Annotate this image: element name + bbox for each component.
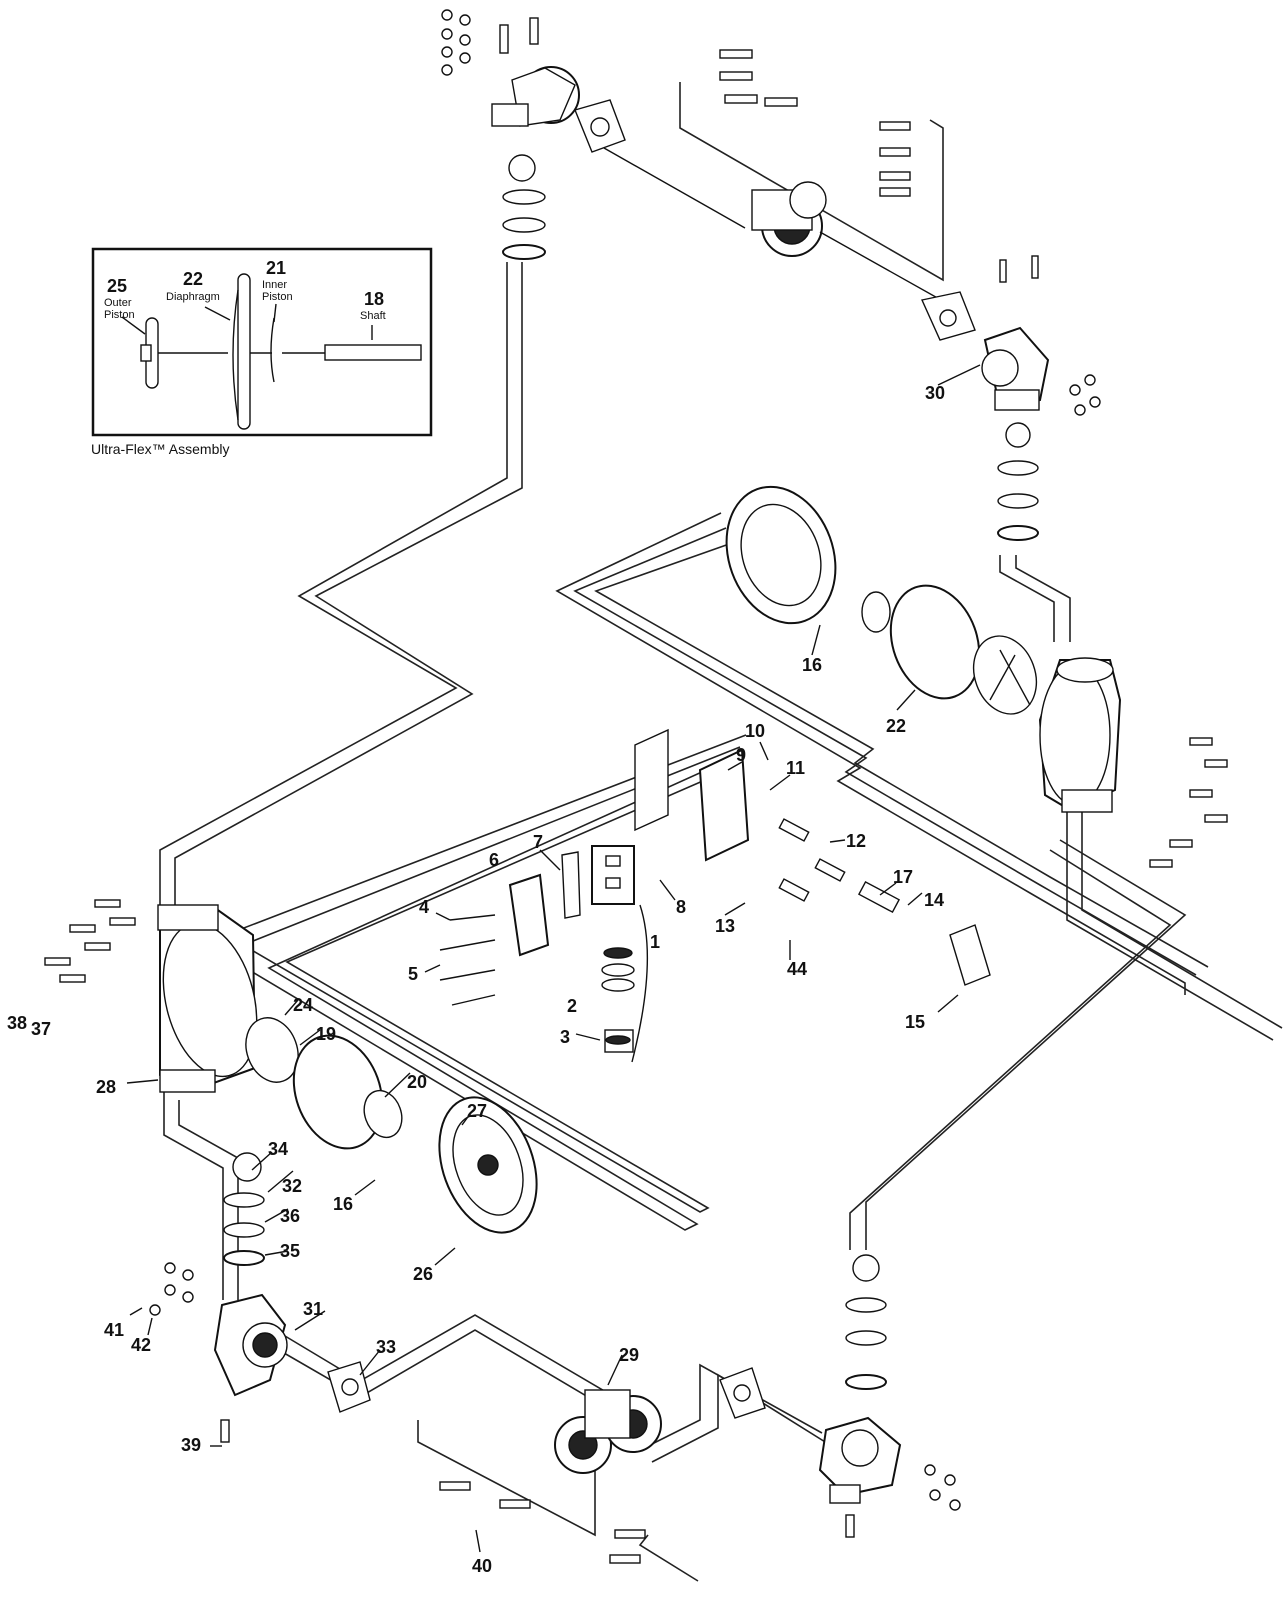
callout-22: 22 xyxy=(886,716,906,736)
callout-7: 7 xyxy=(533,832,543,852)
callout-5: 5 xyxy=(408,964,418,984)
callout-16-lower: 16 xyxy=(333,1194,353,1214)
left-lower-manifold xyxy=(213,1152,371,1443)
right-elbow-manifold xyxy=(981,255,1050,541)
callout-42: 42 xyxy=(131,1335,151,1355)
callout-37: 37 xyxy=(31,1019,51,1039)
callout-2: 2 xyxy=(567,996,577,1016)
callout-24: 24 xyxy=(293,995,313,1015)
inset-part-name-22: Diaphragm xyxy=(166,291,220,303)
callout-26: 26 xyxy=(413,1264,433,1284)
callout-14: 14 xyxy=(924,890,944,910)
right-fluid-chamber xyxy=(1038,657,1122,813)
callout-28: 28 xyxy=(96,1077,116,1097)
callout-9: 9 xyxy=(736,745,746,765)
callout-3: 3 xyxy=(560,1027,570,1047)
callout-15: 15 xyxy=(905,1012,925,1032)
assembly-route-lines xyxy=(159,82,1283,1582)
callout-17: 17 xyxy=(893,867,913,887)
callout-leaders xyxy=(126,364,981,1553)
callout-40: 40 xyxy=(472,1556,492,1576)
callout-20: 20 xyxy=(407,1072,427,1092)
callout-35: 35 xyxy=(280,1241,300,1261)
fasteners xyxy=(44,9,1228,1564)
callout-27: 27 xyxy=(467,1101,487,1121)
callout-16-upper: 16 xyxy=(802,655,822,675)
left-diaphragm-stack xyxy=(245,1017,538,1234)
callout-32: 32 xyxy=(282,1176,302,1196)
top-left-manifold xyxy=(491,17,746,260)
callout-36: 36 xyxy=(280,1206,300,1226)
callout-44: 44 xyxy=(787,959,807,979)
callout-34: 34 xyxy=(268,1139,288,1159)
inset-part-number-25: 25 xyxy=(107,276,127,296)
callout-13: 13 xyxy=(715,916,735,936)
callout-6: 6 xyxy=(489,850,499,870)
callout-33: 33 xyxy=(376,1337,396,1357)
callout-31: 31 xyxy=(303,1299,323,1319)
callout-41: 41 xyxy=(104,1320,124,1340)
callout-12: 12 xyxy=(846,831,866,851)
bottom-right-manifold xyxy=(818,1254,902,1538)
inset-part-number-18: 18 xyxy=(364,289,384,309)
left-fluid-chamber xyxy=(157,904,258,1093)
callout-39: 39 xyxy=(181,1435,201,1455)
callout-numbers: 1 2 3 4 5 6 7 8 9 10 11 12 13 14 15 16 1… xyxy=(7,383,945,1576)
callout-29: 29 xyxy=(619,1345,639,1365)
callout-8: 8 xyxy=(676,897,686,917)
callout-30: 30 xyxy=(925,383,945,403)
inset-part-number-22: 22 xyxy=(183,269,203,289)
right-air-chamber-group xyxy=(725,485,1038,715)
callout-10: 10 xyxy=(745,721,765,741)
inset-part-name-18: Shaft xyxy=(360,310,386,322)
inset-caption: Ultra-Flex™ Assembly xyxy=(91,441,229,457)
callout-11: 11 xyxy=(786,758,805,778)
center-air-valve-group xyxy=(439,728,991,1063)
callout-4: 4 xyxy=(419,897,429,917)
inset-part-number-21: 21 xyxy=(266,258,286,278)
top-right-tee xyxy=(751,181,976,341)
callout-38: 38 xyxy=(7,1013,27,1033)
callout-1: 1 xyxy=(650,932,660,952)
callout-19: 19 xyxy=(316,1024,336,1044)
bottom-tee-manifold xyxy=(554,1367,766,1474)
